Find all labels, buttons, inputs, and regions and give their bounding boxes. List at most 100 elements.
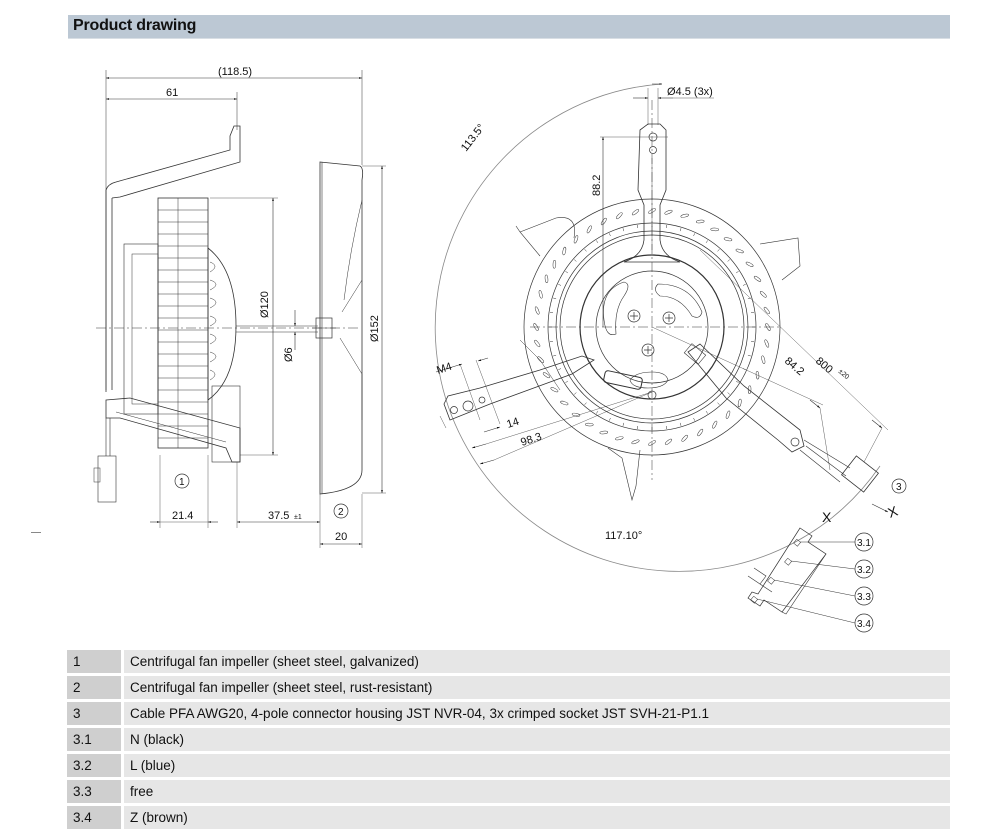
- legend-row: 3.1 N (black): [67, 728, 950, 751]
- callout-2-label: 2: [338, 507, 344, 518]
- dim-angle-top: 113.5°: [459, 122, 488, 154]
- blade-tick: [558, 283, 562, 286]
- pin-label-3-3: 3.3: [857, 592, 871, 603]
- blade-slot: [538, 290, 543, 299]
- callout-1-circle: [174, 473, 190, 489]
- dim-cable-tolerance: ±20: [837, 368, 850, 381]
- drawing-canvas: (118.5) 61 Ø120 Ø6 Ø152 21.4 37.5 ±1 20 …: [93, 66, 907, 633]
- blade-slot: [681, 434, 688, 442]
- blade-tick: [679, 228, 682, 232]
- blade-slot: [759, 291, 767, 298]
- blade-slot: [615, 436, 624, 441]
- legend-id: 1: [67, 650, 124, 673]
- pin-3-3-circle: [854, 586, 874, 606]
- dim-hole-diameter: Ø4.5 (3x): [667, 86, 713, 98]
- screw-1: [627, 309, 641, 323]
- blade-tick: [727, 392, 730, 395]
- side-connector: [97, 455, 117, 503]
- blade-tick: [679, 422, 682, 426]
- pin-3-4-circle: [854, 613, 874, 633]
- blade-slot: [723, 237, 733, 242]
- lower-bracket: [105, 397, 241, 463]
- pin-label-3-1: 3.1: [857, 538, 871, 549]
- callout-3-circle: [891, 478, 907, 494]
- pin-3-1-circle: [854, 532, 874, 552]
- blade-slot: [765, 323, 771, 331]
- callout-2-circle: [333, 503, 349, 519]
- blade-tick: [596, 410, 599, 414]
- legend-row: 3 Cable PFA AWG20, 4-pole connector hous…: [67, 702, 950, 725]
- legend-id: 3.4: [67, 806, 124, 829]
- blade-tick: [717, 402, 720, 405]
- legend-description: Centrifugal fan impeller (sheet steel, r…: [124, 676, 950, 699]
- blade-tick: [665, 425, 667, 430]
- impeller-2: [319, 161, 364, 495]
- blade-slot: [533, 323, 539, 331]
- blade-tick: [735, 380, 739, 383]
- callout-3-label: 3: [896, 482, 902, 493]
- blade-slot: [542, 372, 551, 379]
- blade-tick: [750, 340, 755, 342]
- blade-slot: [544, 274, 549, 284]
- blade-tick: [637, 224, 639, 229]
- blade-tick: [553, 297, 557, 300]
- blade-tick: [608, 417, 611, 421]
- blade-tick: [622, 422, 625, 426]
- dim-impeller1-diameter: Ø120: [259, 291, 271, 318]
- blade-tick: [750, 312, 755, 314]
- blade-slot: [573, 235, 579, 244]
- legend-id: 3: [67, 702, 124, 725]
- blade-slot: [664, 438, 673, 445]
- legend-description: Cable PFA AWG20, 4-pole connector housin…: [124, 702, 950, 725]
- label-plate: [603, 370, 643, 390]
- blade-slot: [755, 370, 760, 380]
- pin-label-3-4: 3.4: [857, 619, 871, 630]
- blade-tick: [637, 425, 639, 430]
- blade-slot: [537, 356, 545, 363]
- mounting-arm-left: [443, 355, 595, 421]
- dim-arm-width: 14: [505, 416, 520, 431]
- blade-slot: [710, 227, 719, 232]
- screw-3: [641, 343, 655, 357]
- legend-row: 1 Centrifugal fan impeller (sheet steel,…: [67, 650, 950, 673]
- blade-slot: [753, 275, 762, 282]
- dim-gap-tolerance: ±1: [294, 514, 302, 521]
- dim-overall-length: (118.5): [218, 66, 252, 78]
- blade-slot: [586, 225, 592, 234]
- blade-slot: [648, 208, 656, 214]
- blade-slot: [552, 260, 557, 269]
- dim-bracket-length: 61: [166, 87, 178, 99]
- legend-row: 3.4 Z (brown): [67, 806, 950, 829]
- front-view: [434, 83, 907, 633]
- side-view: [93, 70, 386, 548]
- blade-tick: [717, 249, 720, 252]
- legend-id: 3.2: [67, 754, 124, 777]
- blade-slot: [550, 387, 559, 393]
- blade-tick: [608, 233, 611, 237]
- blade-tick: [549, 312, 554, 314]
- blade-tick: [622, 228, 625, 232]
- dim-thread: M4: [435, 361, 453, 377]
- dim-impeller1-width: 21.4: [172, 510, 193, 522]
- blade-slot: [725, 410, 731, 419]
- motor-rotor: [207, 247, 237, 401]
- blade-slot: [761, 355, 766, 364]
- dim-impeller2-width: 20: [335, 531, 347, 543]
- dim-impeller2-diameter: Ø152: [369, 315, 381, 342]
- blade-slot: [585, 422, 594, 427]
- blade-slot: [599, 430, 609, 435]
- legend-description: Z (brown): [124, 806, 950, 829]
- dim-cable-length: 800: [813, 355, 835, 376]
- blade-slot: [664, 209, 673, 215]
- angle-arc: [434, 83, 881, 572]
- blade-slot: [697, 428, 704, 437]
- mounting-arm-right: [687, 343, 805, 453]
- margin-mark: [31, 532, 41, 533]
- legend-description: L (blue): [124, 754, 950, 777]
- blade-slots: [533, 208, 771, 446]
- mounting-arm-top: [623, 123, 681, 263]
- callout-1-label: 1: [179, 477, 185, 488]
- blade-tick: [705, 240, 708, 244]
- dim-arm-height: 88.2: [591, 175, 603, 196]
- legend-id: 3.3: [67, 780, 124, 803]
